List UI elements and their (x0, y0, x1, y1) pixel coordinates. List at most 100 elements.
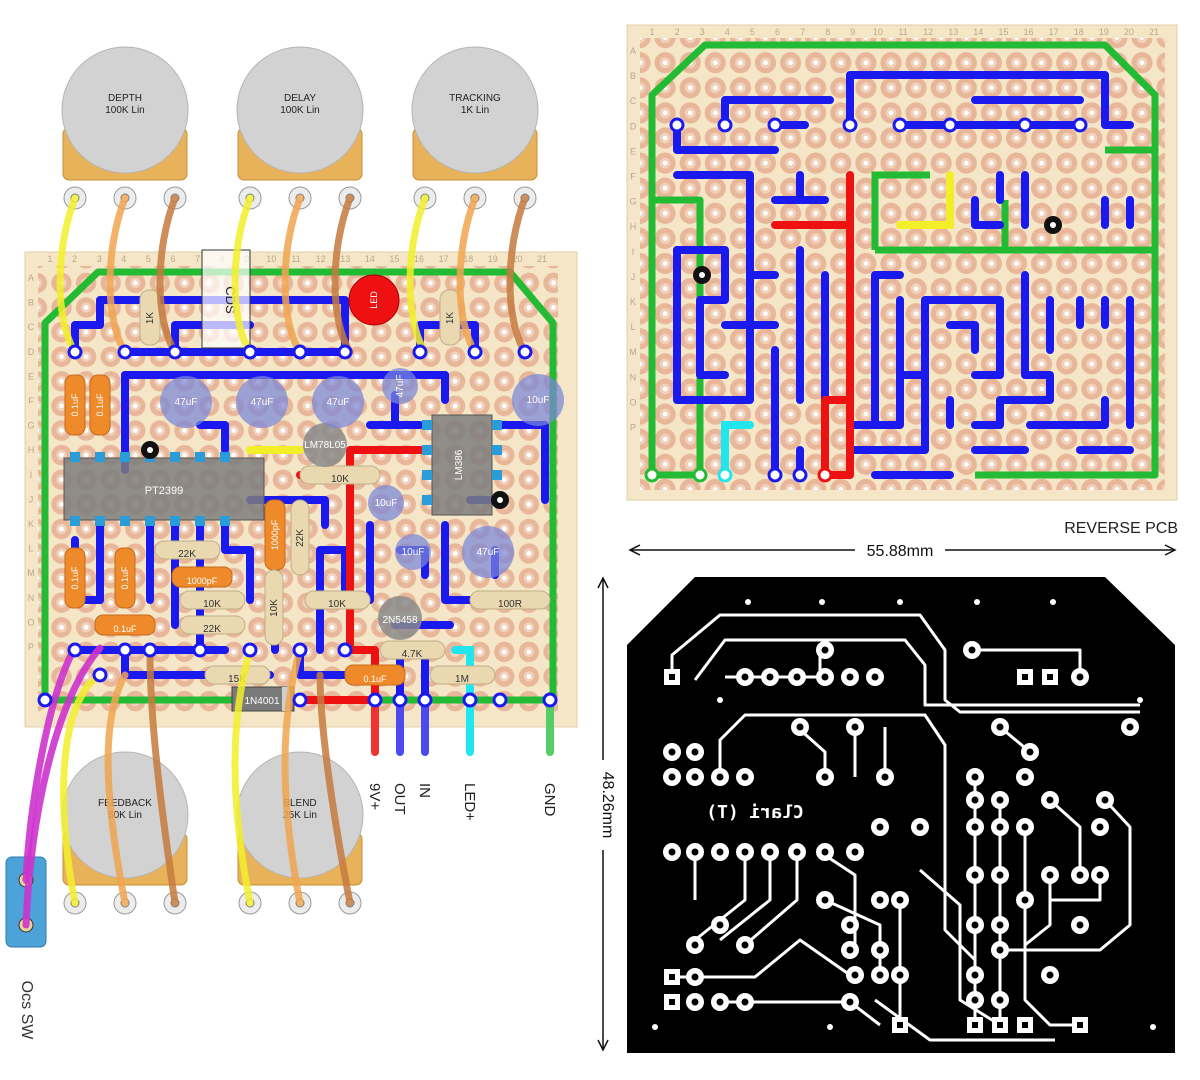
pcb-dot (827, 1024, 833, 1030)
column-number: 16 (414, 254, 424, 264)
reverse-pads (644, 117, 1088, 483)
transistor: 2N5458 (378, 596, 422, 640)
electrolytic-cap-label: 10uF (402, 547, 425, 558)
row-letter: I (30, 470, 33, 480)
row-letter: A (630, 46, 636, 56)
pot-wire (156, 194, 179, 356)
reverse-title: REVERSE PCB (1064, 520, 1178, 537)
resistor-label: 22K (295, 529, 306, 547)
film-cap (114, 547, 136, 609)
row-letter: B (28, 298, 34, 308)
column-number: 18 (463, 254, 473, 264)
electrolytic-cap-label: 10uF (375, 498, 398, 509)
electrolytic-cap-label: 47uF (327, 397, 350, 408)
row-letter: C (630, 96, 637, 106)
pot-wire (456, 194, 479, 356)
film-cap-label: 0.1uF (70, 566, 80, 590)
pot-wire (231, 646, 254, 907)
film-cap-label: 0.1uF (113, 624, 137, 634)
pot-value: 25K Lin (283, 810, 317, 821)
pcb-dot (1050, 599, 1056, 605)
row-letter: G (629, 197, 636, 207)
pcb-dot (974, 599, 980, 605)
resistor-label: 10K (203, 599, 221, 610)
row-letter: P (630, 423, 636, 433)
resistor (290, 499, 310, 576)
row-letter: B (630, 71, 636, 81)
pot-name: FEEDBACK (98, 798, 152, 809)
film-cap (64, 547, 86, 609)
pcb-dot (717, 697, 723, 703)
pot-wire (146, 646, 179, 907)
pot-wire (56, 194, 79, 356)
column-number: 21 (1149, 27, 1159, 37)
column-number: 20 (1124, 27, 1134, 37)
height-dimension (597, 576, 609, 1052)
regulator: LM78L05 (303, 423, 347, 467)
film-cap-label: 1000pF (270, 519, 280, 550)
reverse-pad (767, 117, 783, 133)
column-number: 10 (266, 254, 276, 264)
reverse-pad (717, 467, 733, 483)
pot-name: TRACKING (449, 93, 501, 104)
electrolytic-cap-label: 47uF (251, 397, 274, 408)
resistor-label: 1K (145, 312, 156, 325)
pcb-dot (745, 599, 751, 605)
column-number: 9 (850, 27, 855, 37)
reverse-pad (817, 467, 833, 483)
resistor (299, 465, 381, 485)
film-capacitors (64, 374, 406, 686)
electrolytic-cap (160, 376, 212, 428)
column-number: 20 (512, 254, 522, 264)
column-number: 19 (488, 254, 498, 264)
resistor-label: 1M (455, 674, 469, 685)
wire-label: GND (541, 783, 558, 817)
electrolytic-cap (312, 376, 364, 428)
resistor-label: 10K (331, 474, 349, 485)
row-letter: E (630, 146, 636, 156)
row-letter: A (28, 273, 34, 283)
led: LED (348, 274, 400, 326)
pot-wire (106, 194, 129, 356)
resistor (379, 640, 446, 660)
pad (367, 692, 383, 708)
pot-knob (411, 46, 539, 174)
row-letter: F (630, 172, 636, 182)
resistor-label: 15K (228, 674, 246, 685)
column-number: 12 (923, 27, 933, 37)
column-number: 13 (948, 27, 958, 37)
film-cap-label: 0.1uF (120, 566, 130, 590)
row-letter: H (630, 222, 637, 232)
column-number: 19 (1099, 27, 1109, 37)
pot-wire (60, 671, 104, 907)
column-number: 4 (725, 27, 730, 37)
row-letter: K (630, 297, 636, 307)
pad (67, 642, 83, 658)
wire-label: OUT (391, 783, 408, 815)
pot-wire (316, 671, 354, 907)
column-number: 11 (291, 254, 300, 264)
pot-value: 1K Lin (461, 105, 489, 116)
reverse-pad (669, 117, 685, 133)
markers (141, 441, 509, 509)
row-letter: I (632, 247, 635, 257)
row-letter: N (630, 372, 637, 382)
row-letter: H (28, 445, 35, 455)
resistor-label: 22K (178, 549, 196, 560)
osc-switch: Ocs SW (5, 644, 104, 1040)
pad (92, 667, 108, 683)
pad (167, 344, 183, 360)
regulator-label: LM78L05 (304, 440, 346, 451)
resistor (429, 665, 496, 685)
column-number: 11 (898, 27, 907, 37)
pcb-dot (897, 599, 903, 605)
resistor (179, 590, 246, 610)
film-cap-label: 0.1uF (363, 674, 387, 684)
electrolytic-cap-label: 47uF (175, 397, 198, 408)
resistor (469, 590, 551, 610)
